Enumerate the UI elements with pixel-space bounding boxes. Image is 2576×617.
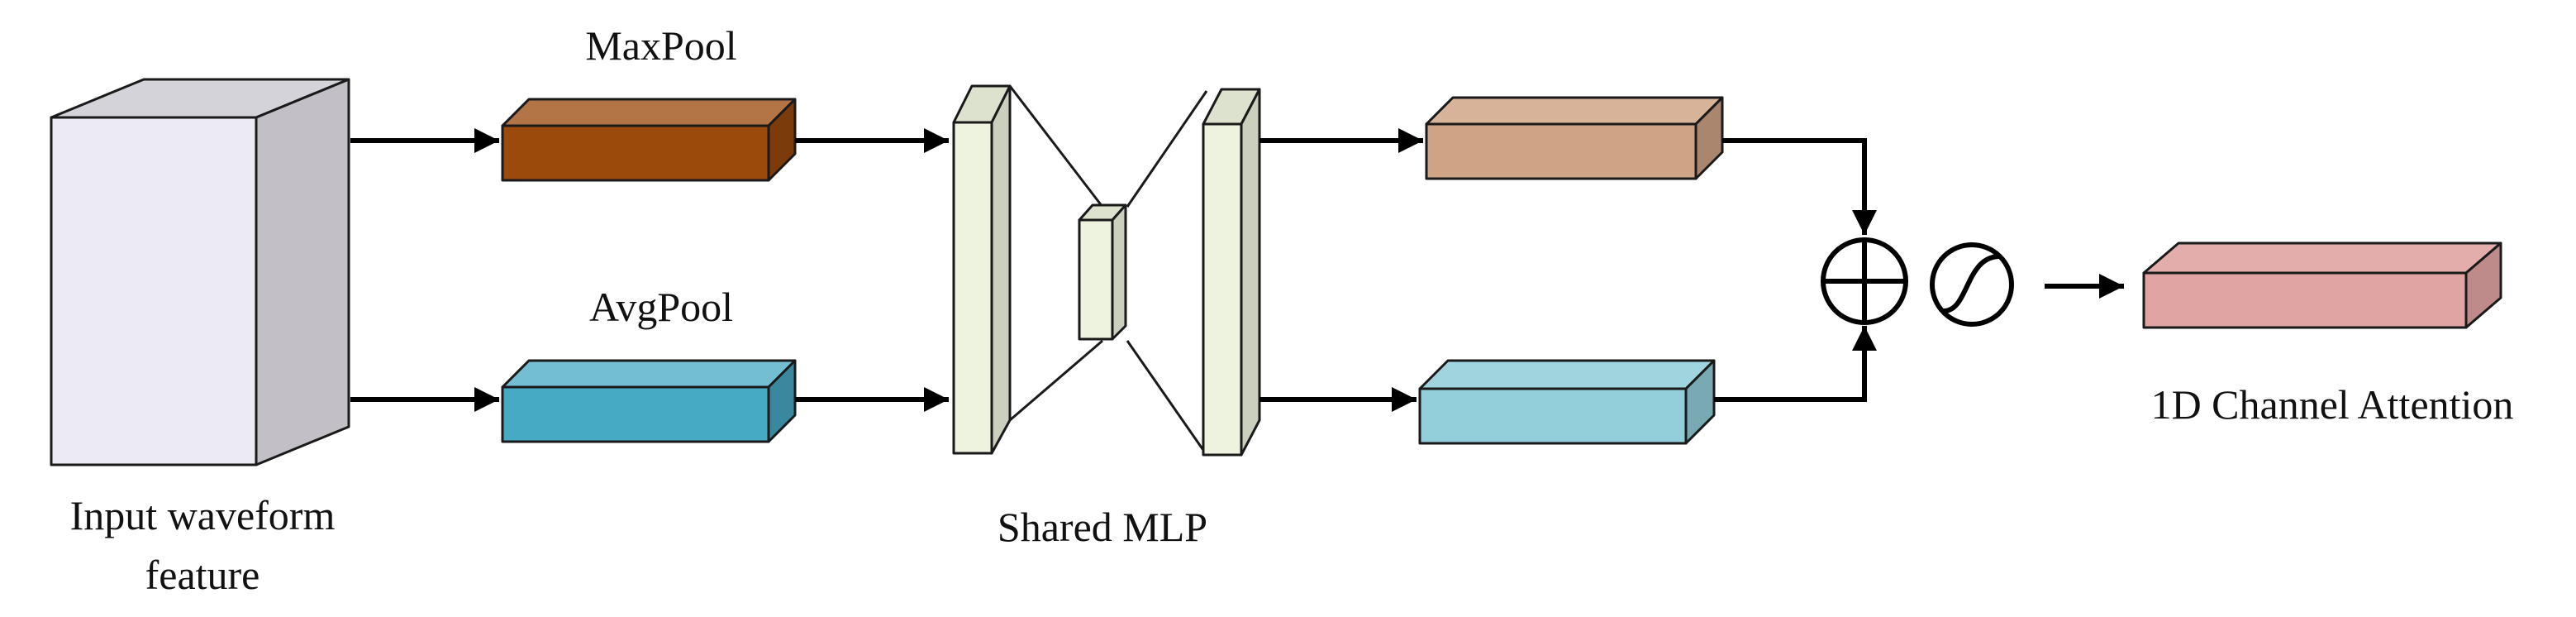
- input-label-line2: feature: [145, 552, 260, 598]
- avgpool-label: AvgPool: [589, 284, 733, 330]
- sigmoid-icon: [1930, 242, 2014, 327]
- mlp-input-layer: [952, 84, 1012, 455]
- shared-mlp-label: Shared MLP: [998, 504, 1207, 550]
- arrow-max-branch-to-sum: [1722, 138, 1877, 235]
- max-branch-output-block: [1425, 96, 1724, 180]
- avgpool-block: [501, 359, 797, 443]
- maxpool-label: MaxPool: [585, 22, 736, 69]
- avg-branch-output-block: [1418, 359, 1716, 445]
- mlp-output-layer: [1202, 88, 1261, 457]
- mlp-hidden-layer: [1078, 203, 1127, 341]
- input-label-line1: Input waveform: [70, 492, 336, 538]
- arrow-avg-branch-to-sum: [1714, 326, 1877, 402]
- maxpool-block: [501, 98, 797, 182]
- circle-plus-icon: [1821, 237, 1908, 325]
- input-feature-block: [50, 78, 350, 466]
- shared-mlp: [952, 84, 1261, 457]
- attention-output-block: [2142, 242, 2502, 329]
- attention-output-label: 1D Channel Attention: [2151, 381, 2514, 428]
